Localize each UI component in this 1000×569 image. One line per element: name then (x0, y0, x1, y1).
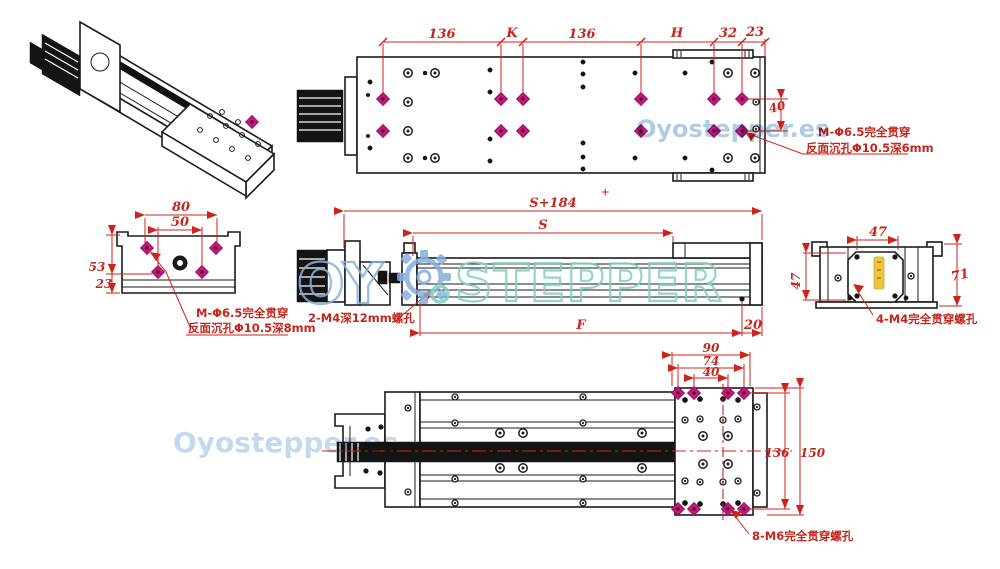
holes-top-view (365, 59, 760, 173)
logo-text-right: STEPPER (455, 254, 722, 314)
motor-flange (79, 20, 121, 114)
left-end-view: 80 50 53 23 M-Φ6.5完全贯穿 反面沉孔Φ10.5深8mm (89, 200, 316, 336)
top-view-dimensions: 136 K 136 H 32 23 40 M-Φ6.5完全贯穿 反面沉孔Φ10.… (378, 25, 934, 155)
gear-icon (397, 250, 451, 304)
isometric-view (29, 20, 276, 200)
carriage-holes-3d (197, 109, 261, 161)
bottom-view-dimensions: 90 74 40 136 150 8-M6完全贯穿螺孔 (662, 341, 854, 543)
dim-50: 50 (171, 215, 189, 230)
counterbore-callout-top: 反面沉孔Φ10.5深6mm (806, 141, 934, 155)
oyostepper-logo: OY STEPPER (296, 250, 722, 318)
dim-23: 23 (745, 25, 764, 40)
dim-47-top: 47 (869, 225, 887, 240)
thread-callout-bottom: 8-M6完全贯穿螺孔 (752, 529, 854, 543)
dim-32: 32 (719, 26, 737, 41)
logo-text-left: OY (297, 252, 385, 317)
right-end-dimensions: 47 47 71 4-M4完全贯穿螺孔 (789, 225, 978, 326)
dim-136-right: 136 (568, 27, 595, 42)
dim-S: S (538, 218, 547, 233)
bottom-view: 90 74 40 136 150 8-M6完全贯穿螺孔 (322, 341, 854, 543)
hole-callout-top: M-Φ6.5完全贯穿 (818, 125, 910, 139)
dim-F: F (575, 318, 586, 333)
stepper-motor-3d (41, 33, 81, 97)
dim-20: 20 (743, 318, 762, 333)
holes-right-end (834, 254, 915, 301)
dim-150: 150 (800, 446, 826, 460)
right-end-view: 47 47 71 4-M4完全贯穿螺孔 (789, 225, 978, 326)
dim-K: K (505, 26, 518, 41)
dim-H: H (670, 26, 684, 41)
plus-mark: + (601, 185, 610, 201)
dim-136-left: 136 (428, 27, 455, 42)
dim-136: 136 (764, 446, 790, 460)
carriage-edge-top (672, 49, 754, 59)
hole-callout-left-end: M-Φ6.5完全贯穿 (196, 306, 288, 320)
counterbore-callout-left-end: 反面沉孔Φ10.5深8mm (188, 321, 316, 335)
top-view: 136 K 136 H 32 23 40 M-Φ6.5完全贯穿 反面沉孔Φ10.… (296, 25, 934, 182)
left-end-dimensions: 80 50 53 23 M-Φ6.5完全贯穿 反面沉孔Φ10.5深8mm (89, 200, 316, 336)
thread-callout-right-end: 4-M4完全贯穿螺孔 (876, 312, 978, 326)
side-view: S+184 + S F 20 2-M4深12mm螺孔 (296, 185, 763, 337)
dim-23-left: 23 (95, 277, 113, 291)
base-plate-top (356, 56, 766, 174)
dim-80: 80 (172, 200, 190, 215)
dim-40: 40 (767, 98, 787, 116)
stepper-motor-top (296, 89, 344, 143)
holes-end-plate (681, 396, 742, 507)
thread-callout-side: 2-M4深12mm螺孔 (308, 311, 415, 325)
watermark-top: Oyostepper.es (636, 115, 829, 143)
dim-90: 90 (703, 341, 720, 355)
dim-40-bottom: 40 (703, 365, 720, 379)
gear-small-icon (430, 284, 450, 304)
watermark-bottom: Oyostepper.es (173, 426, 399, 459)
dim-S184: S+184 (529, 196, 576, 211)
dim-47-left: 47 (789, 272, 803, 289)
motor-label-sticker (873, 256, 885, 290)
dim-74: 74 (703, 354, 720, 368)
holes-rail-bottom (363, 393, 647, 507)
dim-53: 53 (89, 260, 106, 274)
dim-71: 71 (950, 266, 971, 284)
